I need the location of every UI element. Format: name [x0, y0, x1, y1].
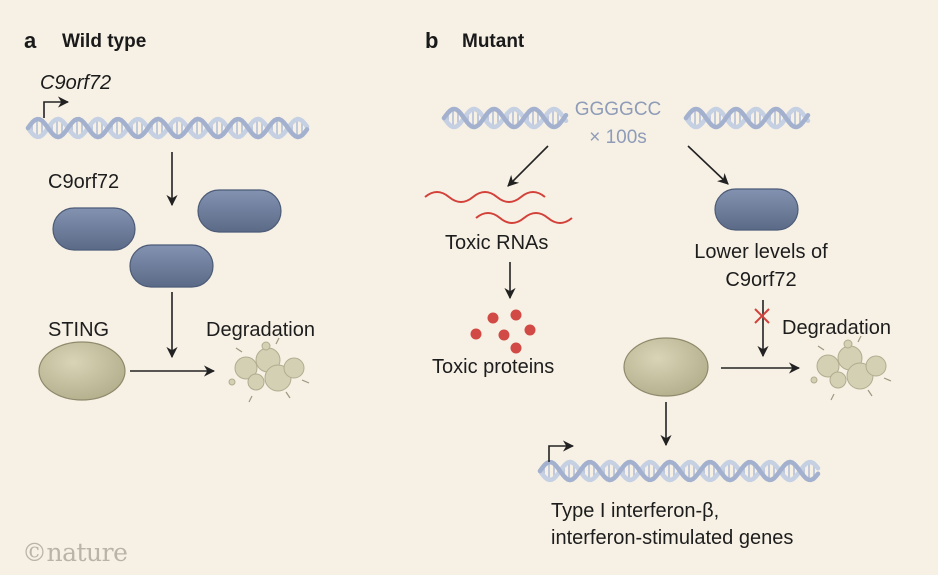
- dna-wild-type: [25, 116, 310, 140]
- promoter-arrow-a: [43, 96, 70, 118]
- panel-b-title: Mutant: [462, 31, 525, 52]
- interferon-line1: Type I interferon-β,: [551, 500, 720, 522]
- c9orf72-protein-2: [197, 189, 282, 233]
- dna-strand: [25, 116, 310, 140]
- dna-interferon: [537, 459, 821, 483]
- panel-a-title: Wild type: [62, 31, 147, 52]
- arrow-to-lower-levels: [687, 145, 729, 185]
- promoter-arrow-b: [548, 440, 575, 462]
- dna-mutant-right: [683, 106, 811, 130]
- toxic-protein-dots: [470, 309, 536, 354]
- dna-strand: [441, 106, 569, 130]
- sting-protein-a: [38, 341, 126, 401]
- nature-logo: ©nature: [22, 538, 128, 567]
- degraded-fragments-a: [228, 337, 310, 403]
- toxic-rna-strand-2: [475, 212, 573, 224]
- panel-b-letter: b: [425, 28, 439, 53]
- toxic-proteins-label: Toxic proteins: [432, 356, 555, 378]
- sting-protein-b: [623, 337, 709, 397]
- lower-levels-line2: C9orf72: [725, 269, 797, 291]
- arrow-to-toxic-rnas: [507, 145, 549, 187]
- repeat-count: × 100s: [589, 127, 647, 148]
- c9orf72-protein-mutant: [714, 188, 799, 231]
- sting-label: STING: [48, 319, 110, 341]
- toxic-rnas-label: Toxic RNAs: [445, 232, 549, 254]
- degraded-fragments-b: [810, 335, 892, 401]
- repeat-sequence: GGGGCC: [574, 99, 662, 120]
- protein-label: C9orf72: [48, 171, 120, 193]
- gene-label: C9orf72: [40, 72, 112, 94]
- lower-levels-line1: Lower levels of: [694, 241, 828, 263]
- dna-mutant-left: [441, 106, 569, 130]
- panel-a-letter: a: [24, 28, 37, 53]
- interferon-line2: interferon-stimulated genes: [551, 527, 794, 549]
- degradation-label-b: Degradation: [782, 317, 891, 339]
- degradation-label-a: Degradation: [206, 319, 315, 341]
- dna-strand: [683, 106, 811, 130]
- c9orf72-protein-3: [129, 244, 214, 288]
- toxic-rna-strand-1: [424, 191, 546, 203]
- block-x-mark: [754, 308, 770, 324]
- dna-strand: [537, 459, 821, 483]
- c9orf72-protein-1: [52, 207, 136, 251]
